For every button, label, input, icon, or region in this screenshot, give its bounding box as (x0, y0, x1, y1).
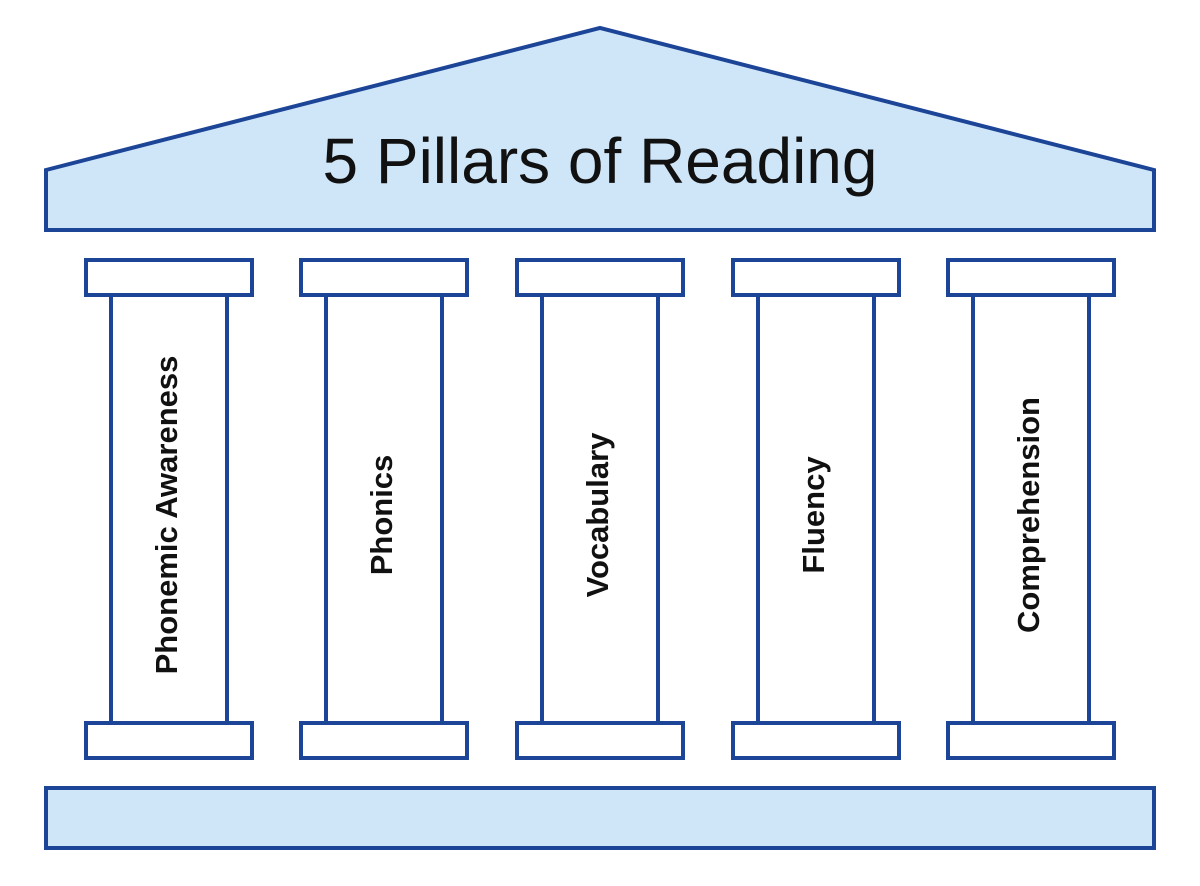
pillar-label: Fluency (796, 456, 831, 574)
pillar-base (731, 721, 901, 760)
foundation-base (44, 786, 1156, 850)
pillar-base (84, 721, 254, 760)
pillar-label: Comprehension (1011, 397, 1046, 633)
pillar: Phonemic Awareness (84, 258, 254, 760)
pillar: Fluency (731, 258, 901, 760)
diagram-title: 5 Pillars of Reading (323, 125, 878, 197)
pillar-capital (946, 258, 1116, 297)
pillar-capital (731, 258, 901, 297)
pillar-base (515, 721, 685, 760)
pillar-label: Phonics (364, 455, 399, 576)
pillar-label: Phonemic Awareness (149, 356, 184, 675)
roof-pediment (44, 25, 1156, 232)
pillar-shaft (756, 293, 876, 725)
pillar: Comprehension (946, 258, 1116, 760)
pillar: Phonics (299, 258, 469, 760)
pillar-capital (299, 258, 469, 297)
pillars-group: Phonemic Awareness Phonics Vocabulary Fluen… (84, 258, 1116, 760)
pillar: Vocabulary (515, 258, 685, 760)
pillar-capital (515, 258, 685, 297)
pillar-base (946, 721, 1116, 760)
pillar-shaft (540, 293, 660, 725)
pillar-capital (84, 258, 254, 297)
pillar-base (299, 721, 469, 760)
pillar-shaft (971, 293, 1091, 725)
pillar-shaft (109, 293, 229, 725)
pillar-label: Vocabulary (580, 432, 615, 598)
